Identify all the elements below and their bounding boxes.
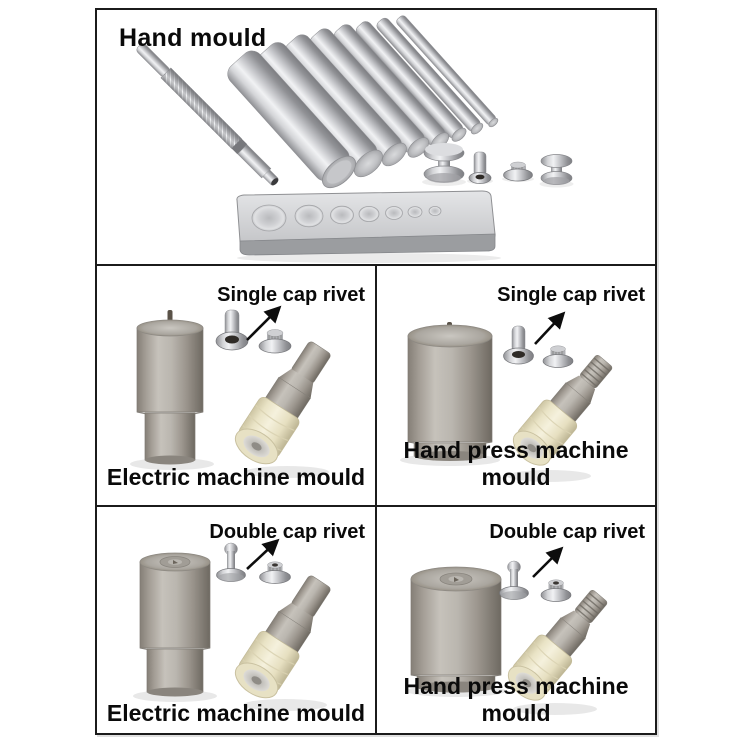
callout-double-cap-rivet: Double cap rivet — [209, 521, 365, 543]
double-cap-rivet-parts — [499, 560, 572, 602]
die-punch-nylon-threaded — [512, 355, 613, 466]
hand-mould-section: Hand mould — [97, 10, 655, 264]
callout-arrow — [532, 546, 564, 578]
handpress-double-photo — [406, 546, 608, 715]
vertical-divider-row2 — [375, 507, 377, 733]
single-cap-rivet-parts — [503, 325, 574, 368]
rivet-samples — [422, 143, 574, 188]
electric-single-photo — [130, 305, 331, 478]
double-cap-rivet-parts — [216, 542, 291, 584]
quad-handpress-double: Double cap rivet Hand press machine moul… — [377, 507, 655, 733]
callout-double-cap-rivet: Double cap rivet — [489, 521, 645, 543]
caption-hand-press-machine-mould: Hand press machine mould — [403, 673, 629, 726]
horizontal-divider-2 — [97, 505, 655, 507]
handpress-single-photo — [400, 311, 613, 482]
quad-electric-single: Single cap rivet Electric machine mould — [97, 266, 375, 505]
quad-handpress-single: Single cap rivet Hand press machine moul… — [377, 266, 655, 505]
single-cap-rivet-parts — [215, 309, 292, 354]
callout-single-cap-rivet: Single cap rivet — [217, 284, 365, 306]
callout-arrow — [246, 305, 282, 341]
collage-frame: Hand mould — [95, 8, 657, 735]
caption-electric-machine-mould: Electric machine mould — [106, 700, 366, 726]
electric-double-photo — [133, 538, 331, 711]
die-base — [410, 566, 502, 693]
vertical-divider-row1 — [375, 266, 377, 505]
callout-arrow — [534, 311, 566, 345]
caption-electric-machine-mould: Electric machine mould — [106, 464, 366, 490]
hand-mould-photo — [136, 15, 574, 263]
hand-mould-title: Hand mould — [119, 24, 267, 52]
die-base — [136, 310, 204, 465]
callout-arrow — [246, 538, 280, 570]
knurled-punch — [136, 43, 279, 186]
quad-electric-double: Double cap rivet Electric machine mould — [97, 507, 375, 733]
base-plate — [236, 190, 501, 263]
callout-single-cap-rivet: Single cap rivet — [497, 284, 645, 306]
die-base — [407, 322, 493, 461]
caption-hand-press-machine-mould: Hand press machine mould — [403, 437, 629, 490]
die-punch-nylon-threaded — [507, 590, 608, 701]
mould-grid: Single cap rivet Electric machine mould — [97, 266, 655, 733]
setting-rods — [227, 15, 499, 189]
horizontal-divider-1 — [97, 264, 655, 266]
die-base — [139, 552, 211, 697]
die-punch-nylon — [234, 341, 331, 465]
die-punch-nylon — [234, 575, 331, 699]
